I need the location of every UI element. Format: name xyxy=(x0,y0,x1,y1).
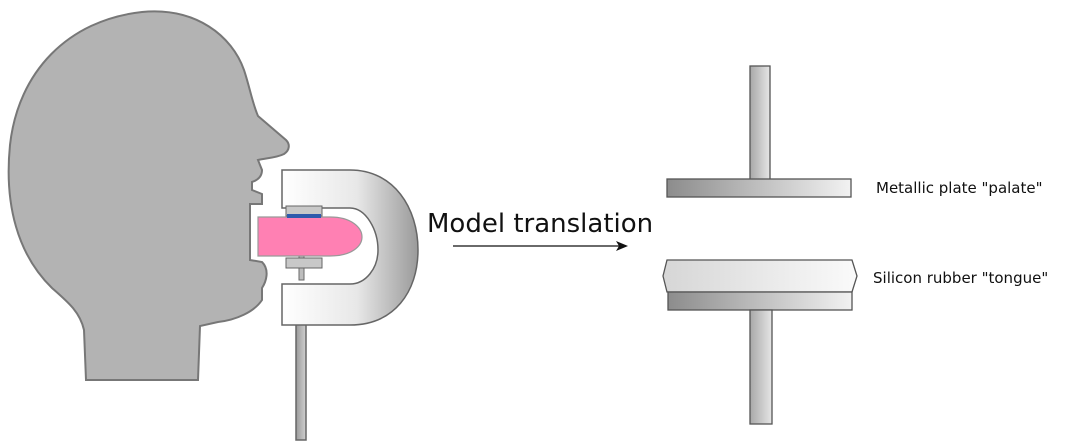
palate-stem xyxy=(749,65,771,181)
tongue-shape xyxy=(257,216,363,257)
tongue-stem xyxy=(749,309,773,425)
lower-metallic-plate xyxy=(667,291,853,311)
c-clamp xyxy=(281,169,419,326)
lower-pad xyxy=(285,257,323,269)
silicon-rubber-label: Silicon rubber "tongue" xyxy=(873,269,1048,287)
model-translation-label: Model translation xyxy=(427,209,653,239)
metallic-plate-label: Metallic plate "palate" xyxy=(876,179,1043,197)
head-silhouette xyxy=(7,10,290,381)
silicon-rubber-tongue xyxy=(662,259,858,293)
metallic-plate-palate xyxy=(666,178,852,198)
blue-sensor-pad xyxy=(287,214,321,218)
